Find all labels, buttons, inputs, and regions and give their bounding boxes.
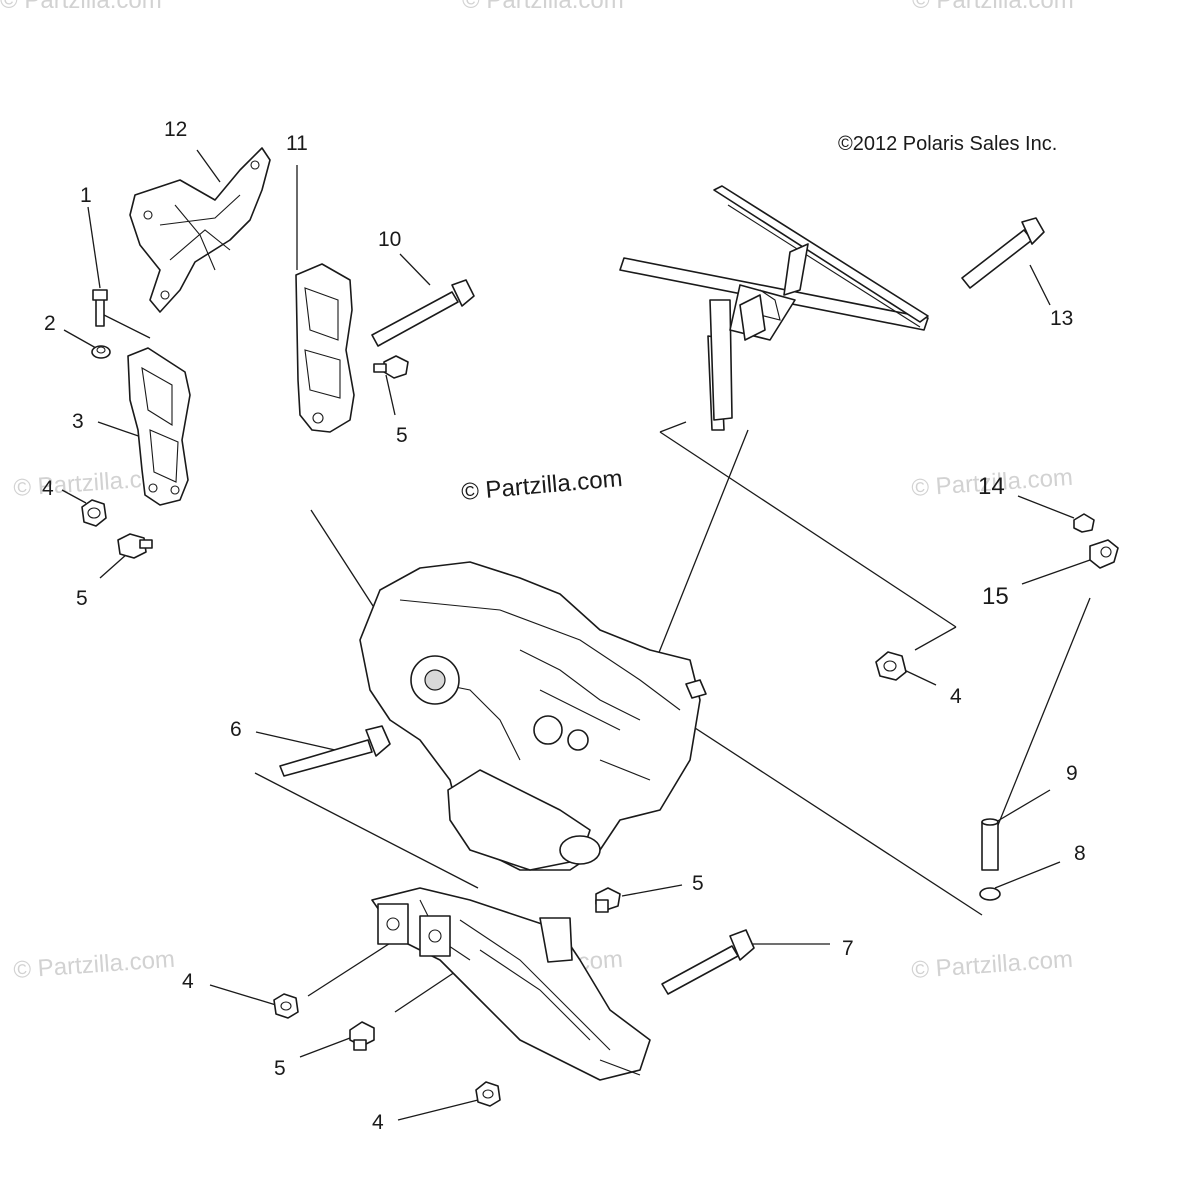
callout-4-right: 4 [950,685,962,708]
callout-4-top-left: 4 [42,477,54,500]
watermark-top-right: © Partzilla.com [912,0,1074,14]
bolt-5a-icon [117,533,153,559]
bracket-3-icon [127,347,191,506]
callout-10: 10 [378,228,401,251]
callout-1: 1 [80,184,92,207]
leader-lines [61,149,1091,1121]
frame-rail-icon [619,185,929,431]
callout-5-lower: 5 [274,1057,286,1080]
callout-13: 13 [1050,307,1073,330]
callout-4-lower-left: 4 [182,970,194,993]
callout-12: 12 [164,118,187,141]
copyright-text: ©2012 Polaris Sales Inc. [838,133,1057,155]
callout-7: 7 [842,937,854,960]
bolt-13-icon [961,217,1045,289]
callout-3: 3 [72,410,84,433]
callout-14: 14 [978,473,1005,500]
bolt-5c-icon [595,887,621,913]
bracket-plate-12-icon [129,147,271,313]
clamp-15-icon [1089,539,1119,569]
callout-8: 8 [1074,842,1086,865]
callout-9: 9 [1066,762,1078,785]
callout-labels: 1 2 3 4 5 12 11 10 5 13 14 15 4 6 9 8 5 … [42,118,1086,1134]
nut-4d-icon [475,1081,501,1107]
watermark-top-left: © Partzilla.com [0,0,162,14]
callout-11: 11 [286,132,308,155]
watermark-top-center: © Partzilla.com [462,0,624,14]
bolt-10-icon [371,279,475,347]
clip-8-icon [979,887,1001,901]
fastener-14-icon [1073,513,1095,533]
engine-assembly-icon [359,561,707,871]
callout-15: 15 [982,583,1009,610]
nut-2-icon [91,345,111,359]
bolt-1-icon [92,289,108,327]
lower-frame-icon [371,887,651,1081]
bolt-6-icon [279,725,391,777]
bolt-5b-icon [373,355,409,379]
callout-5-top-left: 5 [76,587,88,610]
bolt-7-icon [661,929,755,995]
callout-6: 6 [230,718,242,741]
bracket-11-icon [295,263,355,433]
nut-4a-icon [81,499,107,527]
callout-5-upper-mid: 5 [396,424,408,447]
callout-5-mid: 5 [692,872,704,895]
callout-2: 2 [44,312,56,335]
watermark-low-right: © Partzilla.com [911,946,1074,984]
nut-4b-icon [875,651,907,681]
callout-4-bottom: 4 [372,1111,384,1134]
bolt-5d-icon [349,1021,375,1051]
watermark-low-left: © Partzilla.com [13,946,176,984]
watermark-center: © Partzilla.com [460,465,623,506]
pin-9-icon [981,818,999,871]
nut-4c-icon [273,993,299,1019]
